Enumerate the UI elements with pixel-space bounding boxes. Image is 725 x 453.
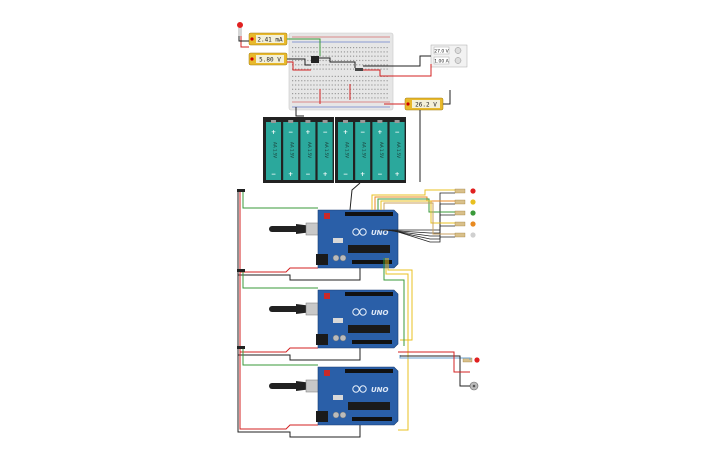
battery-pack-right[interactable]: + − AA 1.5V − + AA 1.5V + − AA 1.5V − + AA 1.5V <box>335 117 406 183</box>
atmega-chip <box>348 402 390 410</box>
psu-current-knob[interactable] <box>454 57 462 64</box>
battery-cell <box>338 122 353 180</box>
battery-terminal-label: + <box>377 129 382 136</box>
led-bottom[interactable] <box>462 357 480 363</box>
battery-cell <box>389 122 405 180</box>
battery-cell <box>317 122 333 180</box>
status-led-3[interactable] <box>377 198 476 237</box>
battery-label: AA 1.5V <box>324 142 329 158</box>
arduino-logo-icon <box>352 228 360 236</box>
resistor <box>454 232 466 238</box>
battery-pack-left[interactable]: + − AA 1.5V − + AA 1.5V + − AA 1.5V − + AA 1.5V <box>263 117 334 183</box>
uno-label: UNO <box>371 309 389 317</box>
battery-terminal-label: − <box>305 171 310 178</box>
resistor <box>454 199 466 205</box>
buzzer[interactable] <box>469 381 479 391</box>
battery-terminal-label: + <box>343 129 348 136</box>
psu-voltage-knob[interactable] <box>454 47 462 54</box>
power-jack <box>316 254 328 265</box>
arduino-board[interactable] <box>317 289 399 349</box>
voltmeter-right[interactable]: 26.2 V <box>404 97 444 111</box>
uno-label: UNO <box>371 229 389 237</box>
battery-wire <box>349 182 361 211</box>
battery-terminal-label: − <box>271 171 276 178</box>
resistor <box>454 210 466 216</box>
battery-cell <box>300 122 316 180</box>
battery-cell <box>355 122 371 180</box>
battery-terminal-label: − <box>360 129 365 136</box>
resistor <box>454 188 466 194</box>
resistor[interactable] <box>355 68 363 71</box>
wire-header <box>237 189 245 192</box>
arduino-logo-icon <box>352 308 360 316</box>
arduino-uno-2[interactable]: UNO <box>237 269 399 361</box>
wire-header <box>237 269 245 272</box>
battery-label: AA 1.5V <box>362 142 367 158</box>
battery-terminal-label: + <box>360 171 365 178</box>
battery-label: AA 1.5V <box>396 142 401 158</box>
top-wires <box>238 36 451 182</box>
voltmeter-top-reading: 5.80 V <box>259 56 281 63</box>
battery-label: AA 1.5V <box>379 142 384 158</box>
power-jack <box>316 334 328 345</box>
digital-header[interactable] <box>345 212 393 216</box>
power-jack <box>316 411 328 422</box>
arduino-uno-1[interactable]: UNO <box>237 189 399 281</box>
battery-terminal-label: + <box>305 129 310 136</box>
status-led-5[interactable] <box>383 202 476 243</box>
breadboard[interactable] <box>288 32 394 111</box>
battery-terminal-label: − <box>288 129 293 136</box>
analog-header[interactable] <box>352 260 392 264</box>
ic-chip[interactable] <box>311 56 319 63</box>
resistor <box>454 221 466 227</box>
uno-label: UNO <box>371 386 389 394</box>
inter-board-wires <box>383 258 471 431</box>
psu-current: 1.00 A <box>434 58 449 64</box>
digital-header[interactable] <box>345 369 393 373</box>
battery-terminal-label: + <box>288 171 293 178</box>
battery-terminal-label: + <box>395 171 400 178</box>
battery-label: AA 1.5V <box>290 142 295 158</box>
arduino-board[interactable] <box>317 209 399 269</box>
atmega-chip <box>348 245 390 253</box>
battery-terminal-label: − <box>395 129 400 136</box>
power-supply[interactable]: 27.0 V 1.00 A <box>430 44 468 68</box>
arduino-uno-3[interactable]: UNO <box>237 346 399 438</box>
psu-voltage: 27.0 V <box>434 48 449 54</box>
voltmeter-right-reading: 26.2 V <box>415 101 437 108</box>
voltmeter-top[interactable]: 5.80 V <box>248 52 288 66</box>
atmega-chip <box>348 325 390 333</box>
battery-cell <box>283 122 299 180</box>
battery-terminal-label: − <box>377 171 382 178</box>
ammeter-reading: 2.41 mA <box>257 36 283 43</box>
ammeter[interactable]: 2.41 mA <box>248 32 288 46</box>
reset-button[interactable] <box>324 213 330 219</box>
battery-terminal-label: − <box>343 171 348 178</box>
battery-cell <box>266 122 281 180</box>
analog-header[interactable] <box>352 340 392 344</box>
analog-header[interactable] <box>352 417 392 421</box>
battery-terminal-label: + <box>323 171 328 178</box>
wire-header <box>237 346 245 349</box>
battery-terminal-label: − <box>323 129 328 136</box>
battery-terminal-label: + <box>271 129 276 136</box>
digital-header[interactable] <box>345 292 393 296</box>
battery-label: AA 1.5V <box>273 142 278 158</box>
arduino-logo-icon <box>352 385 360 393</box>
arduino-board[interactable] <box>317 366 399 426</box>
battery-label: AA 1.5V <box>307 142 312 158</box>
battery-label: AA 1.5V <box>345 142 350 158</box>
reset-button[interactable] <box>324 293 330 299</box>
reset-button[interactable] <box>324 370 330 376</box>
led-top[interactable] <box>237 22 243 36</box>
battery-cell <box>372 122 388 180</box>
